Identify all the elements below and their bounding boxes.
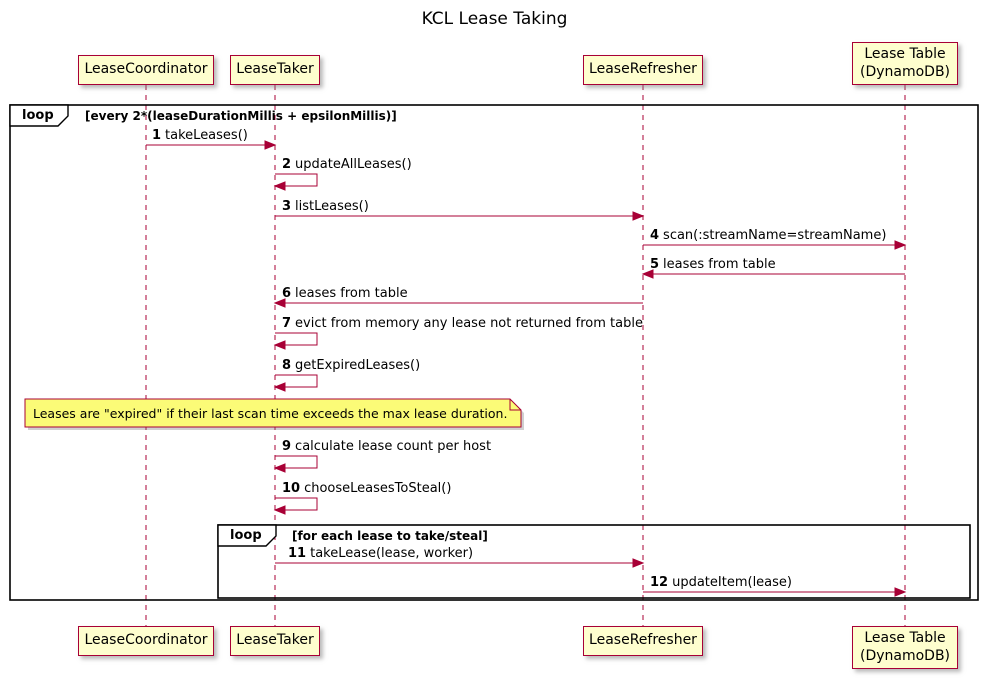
inner-loop-tab xyxy=(217,524,277,547)
outer-loop-tab xyxy=(9,104,69,127)
message-arrows xyxy=(146,140,907,597)
participant-leasetaker-top: LeaseTaker xyxy=(230,55,320,85)
message-5-text: leases from table xyxy=(663,257,776,272)
message-11-number: 11 xyxy=(288,546,307,561)
participant-leasecoordinator-top: LeaseCoordinator xyxy=(78,55,214,85)
participant-leasecoordinator-bottom: LeaseCoordinator xyxy=(78,626,214,656)
outer-loop-frame xyxy=(9,104,979,601)
inner-loop-label: loop xyxy=(230,528,262,543)
message-12-number: 12 xyxy=(650,575,669,590)
message-9-text: calculate lease count per host xyxy=(295,439,492,454)
message-6-number: 6 xyxy=(282,286,292,301)
message-5-number: 5 xyxy=(650,257,660,272)
message-1-number: 1 xyxy=(152,128,162,143)
message-1-text: takeLeases() xyxy=(165,128,248,143)
message-7-number: 7 xyxy=(282,316,292,331)
arrow-1 xyxy=(146,140,277,150)
message-2-text: updateAllLeases() xyxy=(295,157,412,172)
arrow-12 xyxy=(643,587,907,597)
participant-leaserefresher-bottom: LeaseRefresher xyxy=(583,626,703,656)
message-3-text: listLeases() xyxy=(295,199,369,214)
arrow-6 xyxy=(273,298,643,308)
message-2-number: 2 xyxy=(282,157,292,172)
arrow-2-self xyxy=(273,173,318,191)
message-4-text: scan(:streamName=streamName) xyxy=(663,228,887,243)
message-11-text: takeLease(lease, worker) xyxy=(310,546,474,561)
outer-loop-label: loop xyxy=(22,108,54,123)
arrow-9-self xyxy=(273,455,318,473)
arrow-8-self xyxy=(273,374,318,392)
message-10-text: chooseLeasesToSteal() xyxy=(304,481,452,496)
message-3-number: 3 xyxy=(282,199,292,214)
message-12-text: updateItem(lease) xyxy=(672,575,792,590)
diagram-title: KCL Lease Taking xyxy=(421,9,568,29)
message-8-text: getExpiredLeases() xyxy=(295,358,421,373)
message-10-number: 10 xyxy=(282,481,301,496)
message-9-number: 9 xyxy=(282,439,292,454)
note-fold xyxy=(509,399,521,411)
message-8-number: 8 xyxy=(282,358,292,373)
arrow-4 xyxy=(643,240,907,250)
message-7-text: evict from memory any lease not returned… xyxy=(295,316,643,331)
note-shape xyxy=(24,398,522,428)
note: Leases are "expired" if their last scan … xyxy=(33,406,508,421)
participant-leaserefresher-top: LeaseRefresher xyxy=(583,55,703,85)
participant-leasetaker-bottom: LeaseTaker xyxy=(230,626,320,656)
arrow-3 xyxy=(275,211,645,221)
message-6-text: leases from table xyxy=(295,286,408,301)
arrow-11 xyxy=(275,558,645,568)
participant-leasetable-top: Lease Table (DynamoDB) xyxy=(852,42,958,85)
arrow-7-self xyxy=(273,332,318,350)
participant-leasetable-bottom: Lease Table (DynamoDB) xyxy=(852,626,958,669)
message-4-number: 4 xyxy=(650,228,660,243)
inner-loop-condition: [for each lease to take/steal] xyxy=(292,529,488,543)
arrow-10-self xyxy=(273,497,318,515)
inner-loop-frame xyxy=(217,524,971,599)
outer-loop-condition: [every 2*(leaseDurationMillis + epsilonM… xyxy=(85,109,397,123)
arrow-5 xyxy=(641,269,905,279)
